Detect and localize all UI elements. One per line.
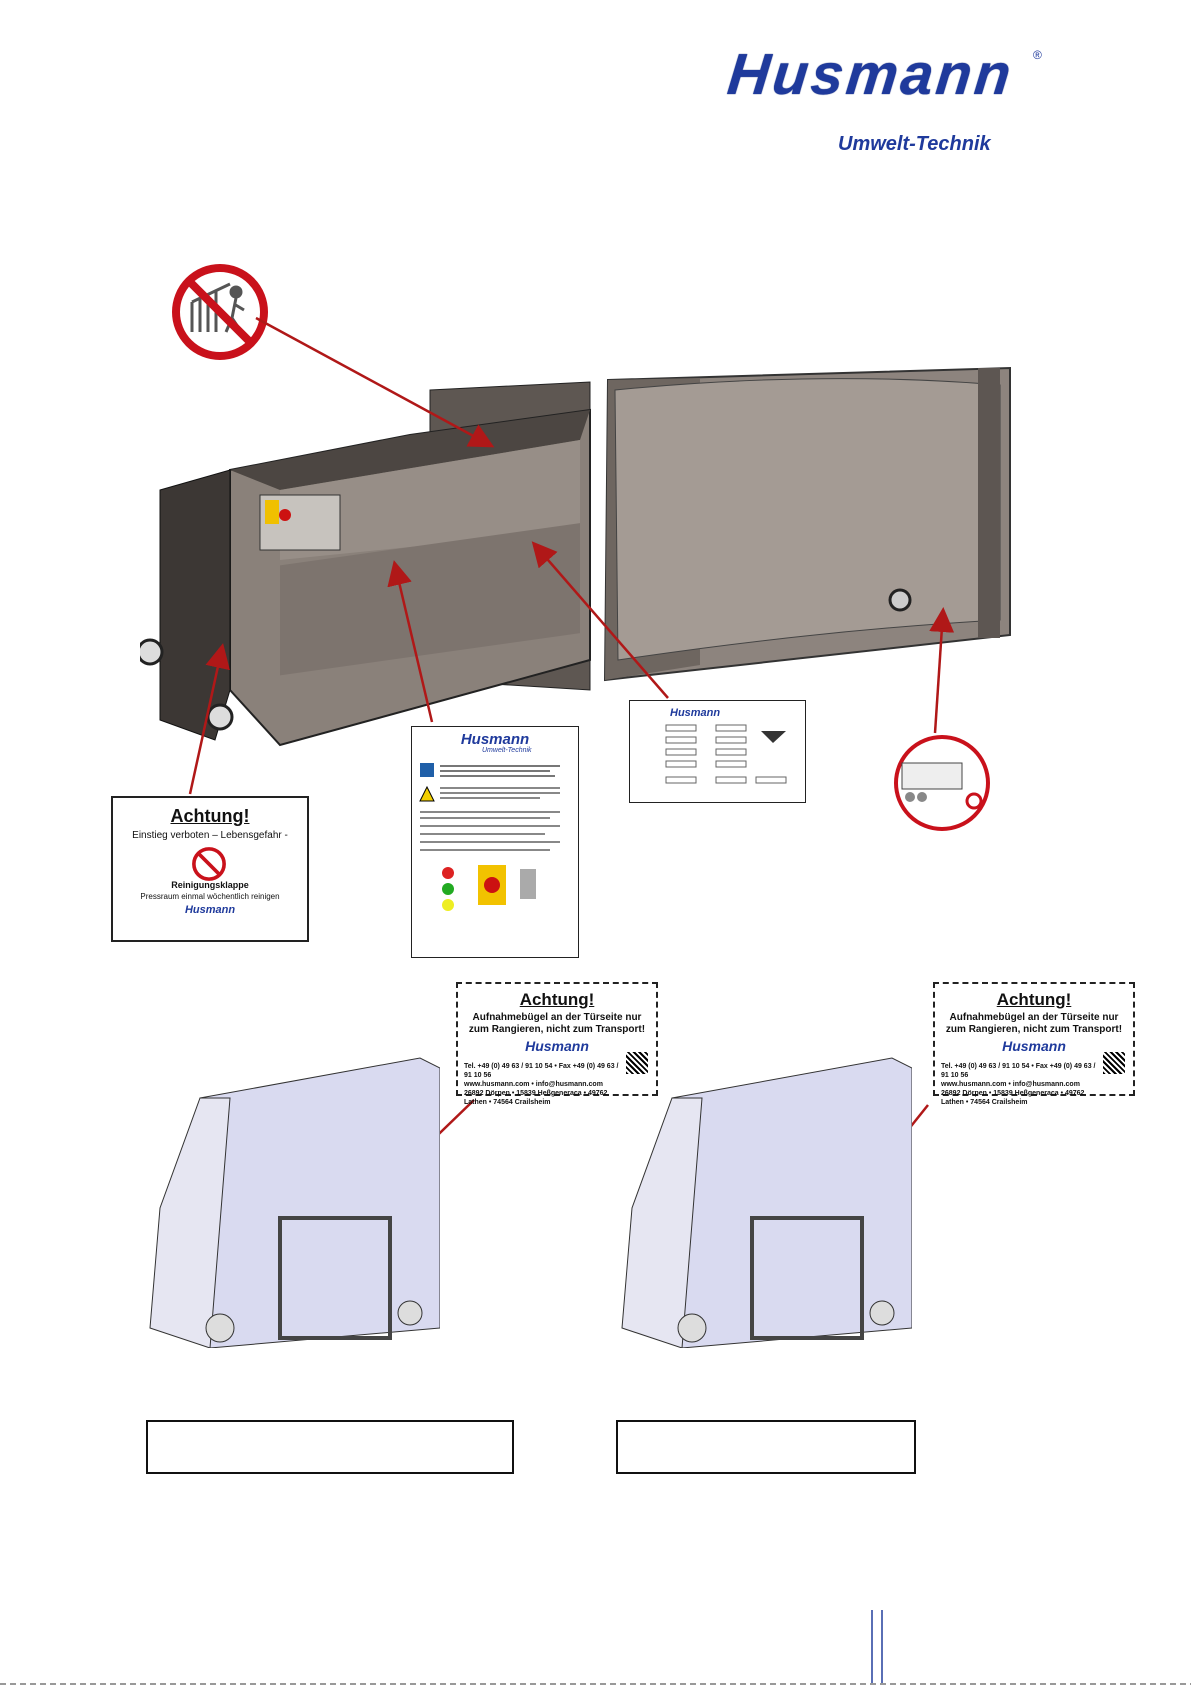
sheet-content-graphic xyxy=(419,763,560,911)
no-climbing-sign-icon xyxy=(172,264,268,360)
logo-subtitle: Umwelt-Technik xyxy=(838,133,991,155)
page-bottom-rule xyxy=(0,1683,1191,1685)
page-marker xyxy=(871,1610,883,1685)
sign-contact: Tel. +49 (0) 49 63 / 91 10 54 • Fax +49 … xyxy=(941,1062,1103,1107)
sign-title: Achtung! xyxy=(519,990,595,1009)
plate-brand: Husmann xyxy=(670,707,721,719)
qr-code-icon xyxy=(626,1052,648,1074)
sheet-brand: Husmann xyxy=(460,731,530,748)
sign-contact: Tel. +49 (0) 49 63 / 91 10 54 • Fax +49 … xyxy=(464,1062,626,1107)
sign-web: www.husmann.com • info@husmann.com xyxy=(464,1081,603,1088)
sign-text: Aufnahmebügel an der Türseite nur zum Ra… xyxy=(468,1012,646,1035)
caption-box-left xyxy=(146,1420,514,1474)
sign-text: Pressraum einmal wöchentlich reinigen xyxy=(140,892,280,901)
qr-code-icon xyxy=(1103,1052,1125,1074)
caption-box-right xyxy=(616,1420,916,1474)
warning-sign-door-left: Achtung! Aufnahmebügel an der Türseite n… xyxy=(456,982,658,1106)
sign-label: Reinigungsklappe xyxy=(171,880,249,890)
warning-sign-entry: Achtung! Einstieg verboten – Lebensgefah… xyxy=(111,796,309,942)
warning-sign-door-right: Achtung! Aufnahmebügel an der Türseite n… xyxy=(933,982,1135,1106)
sheet-brand-sub: Umwelt-Technik xyxy=(482,747,532,754)
sign-brand: Husmann xyxy=(525,1038,589,1054)
sign-text: Aufnahmebügel an der Türseite nur zum Ra… xyxy=(945,1012,1123,1035)
door-illustration-left xyxy=(149,1057,440,1348)
sign-web: www.husmann.com • info@husmann.com xyxy=(941,1081,1080,1088)
sign-brand: Husmann xyxy=(184,904,236,916)
no-climbing-icon xyxy=(192,847,226,881)
type-plate: Husmann xyxy=(629,700,806,803)
logo-registered-mark: ® xyxy=(1033,48,1042,62)
sign-phone: Tel. +49 (0) 49 63 / 91 10 54 • Fax +49 … xyxy=(464,1063,619,1079)
plate-fields-graphic xyxy=(665,724,787,784)
sign-address: 26892 Dörpen • 15839 Heßgeneraca • 49762… xyxy=(941,1090,1085,1106)
no-transport-sign-icon xyxy=(894,735,990,831)
sign-title: Achtung! xyxy=(170,806,250,826)
door-illustration-right xyxy=(621,1057,912,1348)
sign-phone: Tel. +49 (0) 49 63 / 91 10 54 • Fax +49 … xyxy=(941,1063,1096,1079)
instruction-sheet: Husmann Umwelt-Technik xyxy=(411,726,579,958)
husmann-logo: Husmann ® Umwelt-Technik xyxy=(725,42,1048,154)
sign-subtitle: Einstieg verboten – Lebensgefahr - xyxy=(132,830,288,841)
sign-brand: Husmann xyxy=(1002,1038,1066,1054)
sign-title: Achtung! xyxy=(996,990,1072,1009)
sign-address: 26892 Dörpen • 15839 Heßgeneraca • 49762… xyxy=(464,1090,608,1106)
